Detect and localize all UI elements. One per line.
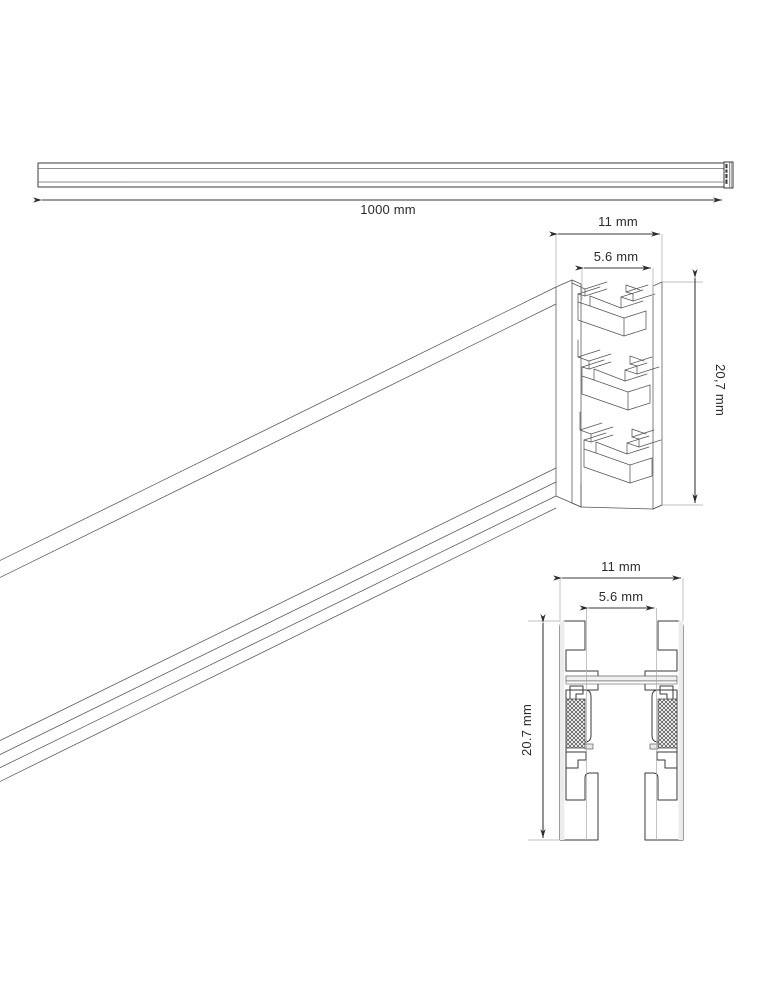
isometric-dimensions xyxy=(549,231,703,506)
dimension-label-section-width: 11 mm xyxy=(601,559,641,574)
elevation-bar-body xyxy=(37,162,725,188)
dimension-label-iso-width: 11 mm xyxy=(598,214,638,229)
isometric-end-profile xyxy=(555,279,663,510)
elevation-end-cap xyxy=(723,161,734,189)
section-conductor-inserts xyxy=(565,698,678,750)
isometric-front-face xyxy=(571,279,663,510)
section-dimensions xyxy=(528,575,684,841)
elevation-view xyxy=(33,161,734,203)
section-wall-shading xyxy=(560,621,683,840)
isometric-rail-body xyxy=(0,286,557,782)
cross-section-view xyxy=(559,620,684,841)
dimension-label-section-inner-width: 5.6 mm xyxy=(599,589,644,604)
section-lower-hooks xyxy=(565,751,678,769)
dimension-label-section-height: 20.7 mm xyxy=(519,704,534,756)
section-top-web xyxy=(565,675,678,685)
dimension-label-iso-inner-width: 5.6 mm xyxy=(594,249,639,264)
dimension-label-length: 1000 mm xyxy=(360,202,416,217)
section-inner-clips xyxy=(569,685,674,743)
dimension-label-iso-height: 20,7 mm xyxy=(713,364,728,416)
isometric-back-wall xyxy=(555,279,573,504)
